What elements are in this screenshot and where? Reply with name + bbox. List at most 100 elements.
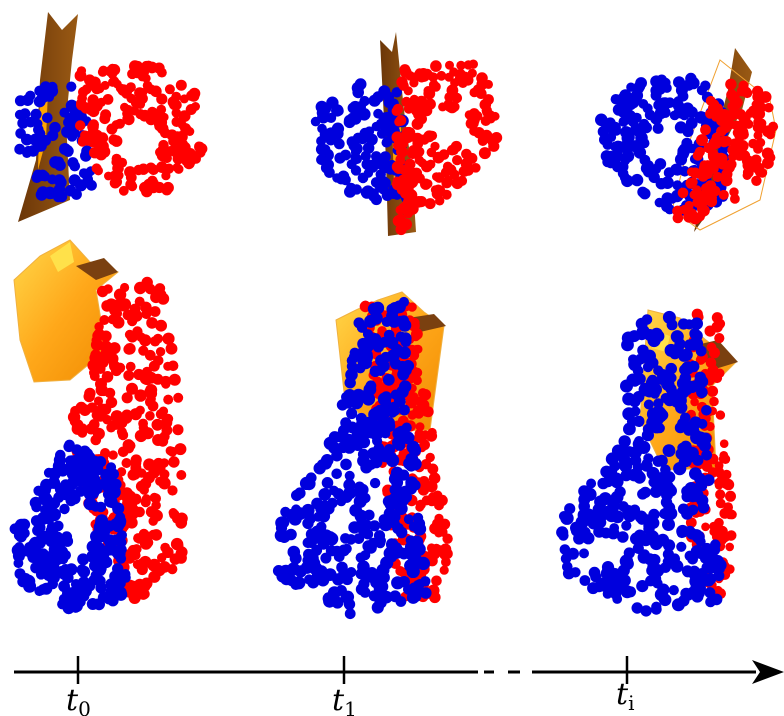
point-marker [179,154,189,165]
point-marker [323,436,337,450]
point-marker [134,506,145,518]
point-marker [476,72,488,84]
point-marker [96,97,106,107]
point-marker [633,80,646,93]
point-marker [641,314,653,325]
point-marker [652,122,664,134]
point-marker [607,499,620,513]
point-marker [155,347,166,357]
point-marker [302,517,314,530]
point-marker [331,122,345,135]
point-marker [399,380,412,393]
point-marker [105,396,118,409]
point-marker [709,544,721,556]
point-marker [685,117,698,130]
point-marker [685,72,697,85]
point-marker [696,85,708,96]
point-marker [676,401,687,412]
point-marker [67,410,81,424]
point-marker [683,425,694,436]
point-marker [720,174,733,187]
blue-cloud-bottom-ti [556,310,727,617]
point-marker [358,578,370,590]
point-marker [421,495,432,506]
point-marker [148,164,159,176]
point-marker [57,599,68,610]
point-marker [701,449,712,461]
point-marker [327,497,338,509]
point-marker [40,135,52,146]
point-marker [123,443,135,454]
point-marker [689,467,702,481]
point-marker [388,473,401,485]
point-marker [134,389,147,402]
point-marker [588,566,601,579]
point-marker [147,400,159,412]
point-marker [362,353,373,364]
point-marker [717,153,728,164]
point-marker [123,113,135,126]
point-marker [315,100,328,114]
point-marker [291,504,301,515]
point-marker [671,164,684,176]
point-marker [629,376,640,387]
point-marker [661,200,673,213]
point-marker [730,194,740,204]
point-marker [343,441,356,454]
point-marker [619,172,631,183]
point-marker [138,88,148,97]
point-marker [172,131,183,142]
point-marker [377,592,390,604]
point-marker [456,175,468,186]
point-marker [620,469,632,482]
point-marker [398,469,410,481]
point-marker [665,362,677,375]
point-marker [444,101,456,113]
point-marker [156,93,168,105]
point-marker [285,528,297,541]
point-marker [171,91,182,102]
red-cloud-top-t1 [391,59,503,236]
point-marker [707,150,720,163]
point-marker [78,471,90,483]
point-marker [651,601,662,612]
point-marker [177,120,187,130]
blue-cloud-bottom-t0 [9,439,131,615]
point-marker [425,480,438,493]
point-marker [406,202,419,215]
point-marker [383,91,395,103]
point-marker [155,147,166,158]
point-marker [106,123,118,135]
point-marker [334,152,346,164]
point-marker [715,410,726,420]
point-marker [452,155,463,166]
point-marker [697,170,709,182]
point-marker [151,418,164,431]
point-marker [704,160,717,173]
point-marker [66,590,79,603]
point-marker [638,351,651,363]
point-marker [445,164,457,176]
point-marker [704,325,716,337]
point-marker [114,362,126,373]
point-marker [685,517,697,528]
point-marker [384,495,398,509]
point-marker [349,100,362,114]
point-marker [357,560,370,573]
point-marker [118,300,130,312]
point-marker [622,407,636,421]
point-marker [287,545,301,559]
point-marker [639,486,651,499]
point-marker [715,318,726,329]
point-marker [176,546,188,558]
point-marker [117,84,130,96]
point-marker [395,115,407,126]
point-marker [35,188,48,201]
point-marker [320,552,332,564]
point-marker [14,95,26,107]
point-marker [147,106,158,117]
point-marker [69,160,81,172]
point-marker [436,70,447,81]
point-marker [150,291,162,304]
